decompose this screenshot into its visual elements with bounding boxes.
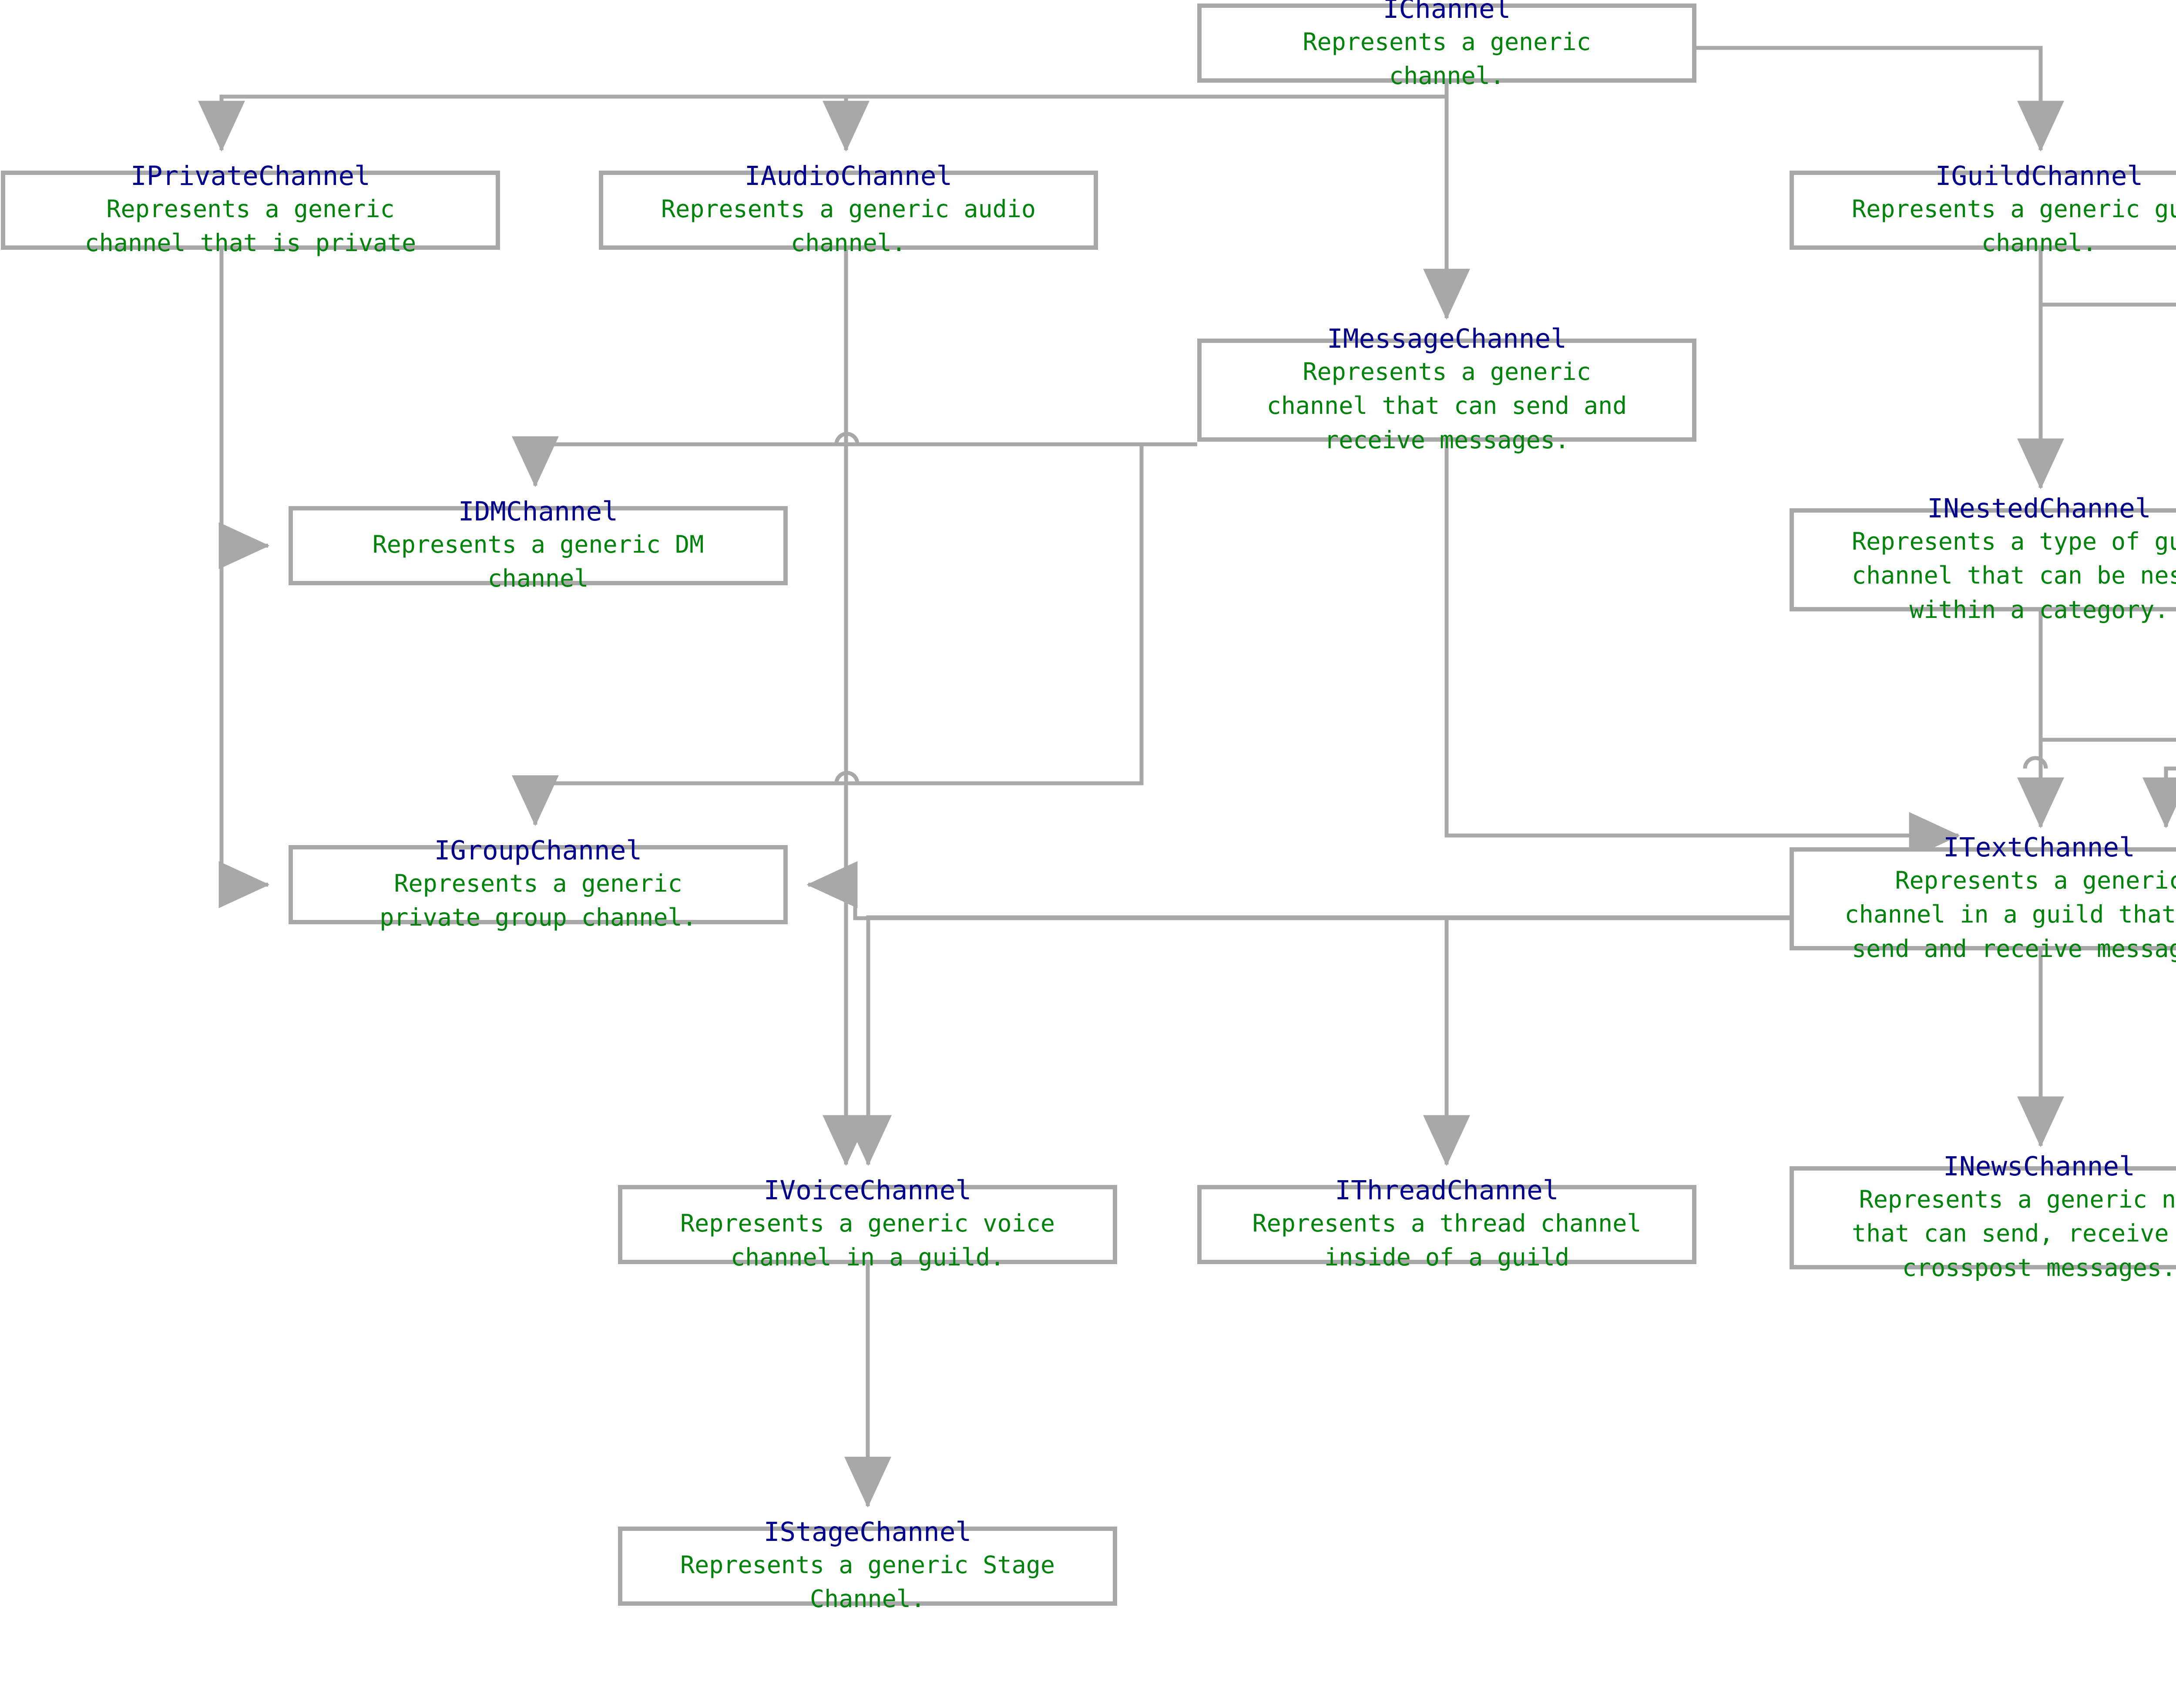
edge-hop xyxy=(834,771,860,784)
node-title: IAudioChannel xyxy=(744,160,953,191)
edge-iprivatechannel-igroupchannel xyxy=(218,250,270,908)
node-ivoicechannel[interactable]: IVoiceChannel Represents a generic voice… xyxy=(618,1175,1117,1271)
edge-inestedchannel-iforumchannel xyxy=(2038,611,2176,742)
node-description: Represents a generic DM channel xyxy=(372,530,704,592)
node-description: Represents a type of guild channel that … xyxy=(1852,527,2176,624)
node-title: IChannel xyxy=(1383,0,1511,24)
node-description: Represents a generic private group chann… xyxy=(379,869,697,931)
node-ichannel[interactable]: IChannel Represents a generic channel. xyxy=(1197,0,1696,90)
node-istagechannel[interactable]: IStageChannel Represents a generic Stage… xyxy=(618,1517,1117,1613)
node-iprivatechannel[interactable]: IPrivateChannel Represents a generic cha… xyxy=(1,161,500,257)
node-description: Represents a generic channel that is pri… xyxy=(84,195,416,257)
node-title: ITextChannel xyxy=(1943,832,2135,863)
node-title: IThreadChannel xyxy=(1335,1174,1559,1206)
edge-ichannel-iprivatechannel xyxy=(198,83,1449,152)
node-iaudiochannel[interactable]: IAudioChannel Represents a generic audio… xyxy=(599,161,1098,257)
node-description: Represents a generic news that can send,… xyxy=(1852,1185,2176,1282)
edge-hop xyxy=(2023,756,2048,769)
node-igroupchannel[interactable]: IGroupChannel Represents a generic priva… xyxy=(289,835,788,931)
node-title: IGroupChannel xyxy=(434,835,642,866)
edge-imessagechannel-igroupchannel xyxy=(512,442,1197,826)
node-ithreadchannel[interactable]: IThreadChannel Represents a thread chann… xyxy=(1197,1175,1696,1271)
node-description: Represents a thread channel inside of a … xyxy=(1252,1209,1642,1271)
node-description: Represents a generic guild channel. xyxy=(1852,195,2176,257)
node-inewschannel[interactable]: INewsChannel Represents a generic news t… xyxy=(1790,1151,2176,1282)
edge-ichannel-iguildchannel xyxy=(1696,46,2064,152)
edge-iguildchannel-iintegrationchannel xyxy=(2038,250,2176,307)
node-description: Represents a generic channel that can se… xyxy=(1266,358,1627,454)
edge-itextchannel-ithreadchannel xyxy=(1423,915,1790,1166)
node-itextchannel[interactable]: ITextChannel Represents a generic channe… xyxy=(1790,832,2176,963)
node-description: Represents a generic channel. xyxy=(1303,27,1591,90)
edge-iaudiochannel-igroupchannel xyxy=(806,250,858,908)
node-description: Represents a generic channel in a guild … xyxy=(1844,866,2176,963)
node-title: IMessageChannel xyxy=(1327,323,1567,355)
edge-hop xyxy=(834,432,860,445)
node-description: Represents a generic audio channel. xyxy=(661,195,1036,257)
node-title: INestedChannel xyxy=(1927,493,2151,524)
edge-iintegrationchannel-itextchannel xyxy=(2142,766,2176,829)
node-title: IGuildChannel xyxy=(1935,160,2143,191)
node-inestedchannel[interactable]: INestedChannel Represents a type of guil… xyxy=(1790,493,2176,624)
node-iguildchannel[interactable]: IGuildChannel Represents a generic guild… xyxy=(1790,161,2176,257)
node-title: IVoiceChannel xyxy=(763,1174,972,1206)
edge-imessagechannel-itextchannel xyxy=(1444,442,1960,859)
edge-itextchannel-igroupchannel xyxy=(806,861,1790,920)
node-imessagechannel[interactable]: IMessageChannel Represents a generic cha… xyxy=(1197,323,1696,454)
node-title: IPrivateChannel xyxy=(131,160,370,191)
node-title: IStageChannel xyxy=(763,1516,972,1547)
node-description: Represents a generic Stage Channel. xyxy=(680,1550,1055,1613)
node-title: IDMChannel xyxy=(458,496,618,527)
node-idmchannel[interactable]: IDMChannel Represents a generic DM chann… xyxy=(289,496,788,592)
edge-imessagechannel-idmchannel xyxy=(512,436,1197,487)
edge-itextchannel-ivoicechannel xyxy=(845,915,1790,1166)
edge-iprivatechannel-idmchannel xyxy=(218,250,270,569)
node-description: Represents a generic voice channel in a … xyxy=(680,1209,1055,1271)
node-title: INewsChannel xyxy=(1943,1151,2135,1182)
